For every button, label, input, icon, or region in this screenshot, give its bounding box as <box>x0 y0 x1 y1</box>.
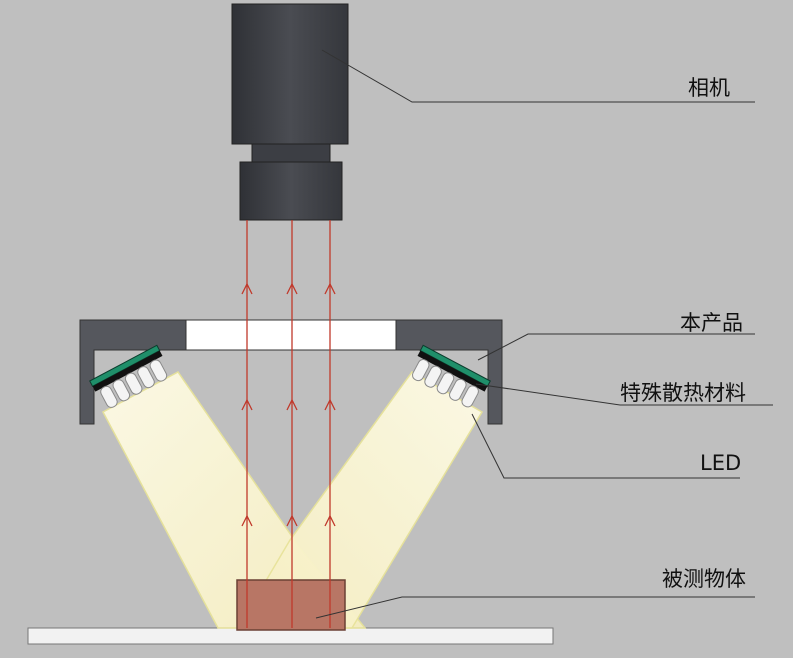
heat-strip-right <box>419 344 491 387</box>
leader-lines <box>315 49 773 619</box>
label-heat-material: 特殊散热材料 <box>620 381 746 405</box>
led-chips-left <box>100 359 168 408</box>
leader-heat <box>475 383 773 406</box>
led-chips-right <box>411 359 479 408</box>
led-module-left <box>89 344 168 408</box>
heat-strip-left <box>89 344 161 387</box>
light-rays <box>246 220 331 628</box>
housing-window <box>185 319 397 351</box>
label-led: LED <box>700 451 742 475</box>
label-product: 本产品 <box>680 311 743 335</box>
leader-object <box>315 596 755 619</box>
test-object <box>236 579 346 631</box>
led-module-right <box>411 344 491 408</box>
leader-product <box>477 333 755 361</box>
leader-led <box>471 413 740 479</box>
leader-camera <box>321 49 755 103</box>
label-object: 被测物体 <box>662 567 746 591</box>
ray-arrows <box>241 282 336 527</box>
label-camera: 相机 <box>688 76 730 100</box>
camera-lens <box>239 161 343 221</box>
camera-body <box>231 3 349 145</box>
camera-neck <box>251 143 331 163</box>
